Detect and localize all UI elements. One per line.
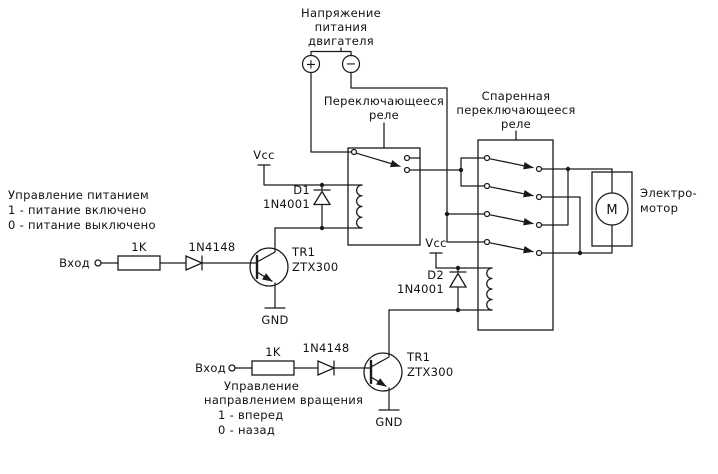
ch1-flyback-part: 1N4001 (263, 197, 310, 211)
ch2-vcc-rail (429, 252, 493, 269)
ch1-control-line1: Управление питанием (8, 188, 149, 202)
ch2-resistor (251, 360, 295, 376)
ch1-diode-triangle (185, 255, 204, 271)
ch1-transistor-part: ZTX300 (292, 260, 339, 274)
ch2-flyback-diode-triangle (448, 272, 468, 288)
ch1-gnd-label: GND (261, 313, 288, 327)
ch2-transistor-emitter (370, 376, 387, 387)
ch1-input-label: Вход (59, 256, 90, 270)
ch2-transistor-name: TR1 (406, 350, 430, 364)
relay1-box (347, 147, 421, 246)
relay2-coil (486, 267, 493, 311)
motor-supply-terminals: Напряжение питания двигателя + − (301, 6, 381, 74)
ch2-control-line3: 1 - вперед (218, 408, 283, 422)
junction-dot (455, 265, 461, 271)
relay1-coil (356, 184, 363, 229)
ch2-resistor-label: 1K (265, 345, 281, 359)
relay1-label-line2: реле (369, 108, 399, 122)
ch1-transistor-collector (256, 227, 276, 263)
ch1-diode-label: 1N4148 (189, 240, 236, 254)
relay2-contact3 (483, 210, 491, 218)
ch1-resistor (117, 255, 161, 271)
ch2-flyback-part: 1N4001 (397, 282, 444, 296)
motor-circle (595, 192, 629, 226)
junction-dot (458, 167, 464, 173)
junction-dot (565, 166, 571, 172)
ch2-transistor-collector (370, 309, 390, 368)
plus-terminal-label: + (306, 58, 317, 73)
motor-frame (591, 171, 633, 247)
junction-dot (577, 250, 583, 256)
relay1-nc-contact (403, 154, 411, 162)
relay1: Переключающееся реле (324, 94, 444, 246)
ch1-resistor-label: 1K (131, 240, 147, 254)
channel1-power-driver: Управление питанием 1 - питание включено… (8, 148, 363, 327)
ch2-control-line1: Управление (224, 379, 299, 393)
ch1-input-terminal (94, 259, 102, 267)
junction-dot (455, 307, 461, 313)
motor-label-line1: Электро- (640, 186, 697, 200)
ch1-transistor-emitter (256, 271, 273, 282)
supply-title-line2: питания (315, 20, 368, 34)
ch1-control-line3: 0 - питание выключено (8, 218, 156, 232)
ch1-control-line2: 1 - питание включено (8, 203, 146, 217)
relay2-contact4 (483, 238, 491, 246)
relay2-common2 (535, 193, 543, 201)
ch2-control-line2: направлением вращения (204, 393, 363, 407)
motor-symbol: M (606, 203, 617, 218)
relay1-blade (355, 152, 401, 168)
ch2-diode-label: 1N4148 (303, 341, 350, 355)
ch2-control-line4: 0 - назад (218, 423, 275, 437)
junction-dot (319, 225, 325, 231)
ch2-diode-triangle (317, 360, 336, 376)
junction-dot (319, 182, 325, 188)
relay2-blade4 (489, 242, 534, 254)
relay2-contact2 (483, 182, 491, 190)
ch2-gnd-label: GND (375, 415, 402, 429)
plus-supply-wire (310, 71, 353, 153)
supply-title-line1: Напряжение (301, 6, 381, 20)
ch2-flyback-name: D2 (427, 268, 444, 282)
relay2-contact1 (483, 154, 491, 162)
ch2-emitter-to-gnd (378, 387, 400, 411)
ch1-transistor-circle (249, 247, 289, 287)
relay2-label-line1: Спаренная (482, 89, 551, 103)
relay2-common1 (535, 165, 543, 173)
relay2-blade2 (489, 186, 534, 198)
ch1-vcc-rail (257, 164, 363, 186)
relay2-common3 (535, 221, 543, 229)
ch1-vcc-label: Vcc (253, 148, 274, 162)
junction-dots (319, 166, 583, 313)
relay1-label-line1: Переключающееся (324, 94, 444, 108)
relay2-label-line3: реле (501, 117, 531, 131)
ch2-input-terminal (228, 364, 236, 372)
ch1-flyback-diode-triangle (312, 190, 332, 206)
channel2-direction-driver: Вход 1K 1N4148 GND TR1 ZTX300 Vcc D2 1N4… (195, 236, 493, 437)
ch2-transistor-circle (363, 352, 403, 392)
relay2-blade1 (489, 158, 534, 170)
relay2-label-line2: переключающееся (456, 103, 575, 117)
relay2-box (477, 139, 554, 331)
minus-terminal-label: − (346, 57, 357, 72)
ch1-flyback-name: D1 (293, 183, 310, 197)
relay2-common4 (535, 249, 543, 257)
ch2-transistor-part: ZTX300 (407, 365, 454, 379)
ch1-transistor-name: TR1 (291, 245, 315, 259)
relay2-blade3 (489, 214, 534, 226)
ch2-vcc-label: Vcc (425, 236, 446, 250)
relay2: Спаренная переключающееся реле (456, 89, 575, 331)
junction-dot (444, 211, 450, 217)
ch1-emitter-to-gnd (264, 282, 286, 309)
relay1-no-contact (403, 166, 411, 174)
supply-leader-wires (310, 47, 352, 57)
electric-motor: M Электро- мотор (591, 168, 697, 254)
motor-label-line2: мотор (640, 201, 678, 215)
ch2-input-label: Вход (195, 361, 226, 375)
supply-title-line3: двигателя (308, 34, 374, 48)
relay1-common-contact (350, 148, 358, 156)
